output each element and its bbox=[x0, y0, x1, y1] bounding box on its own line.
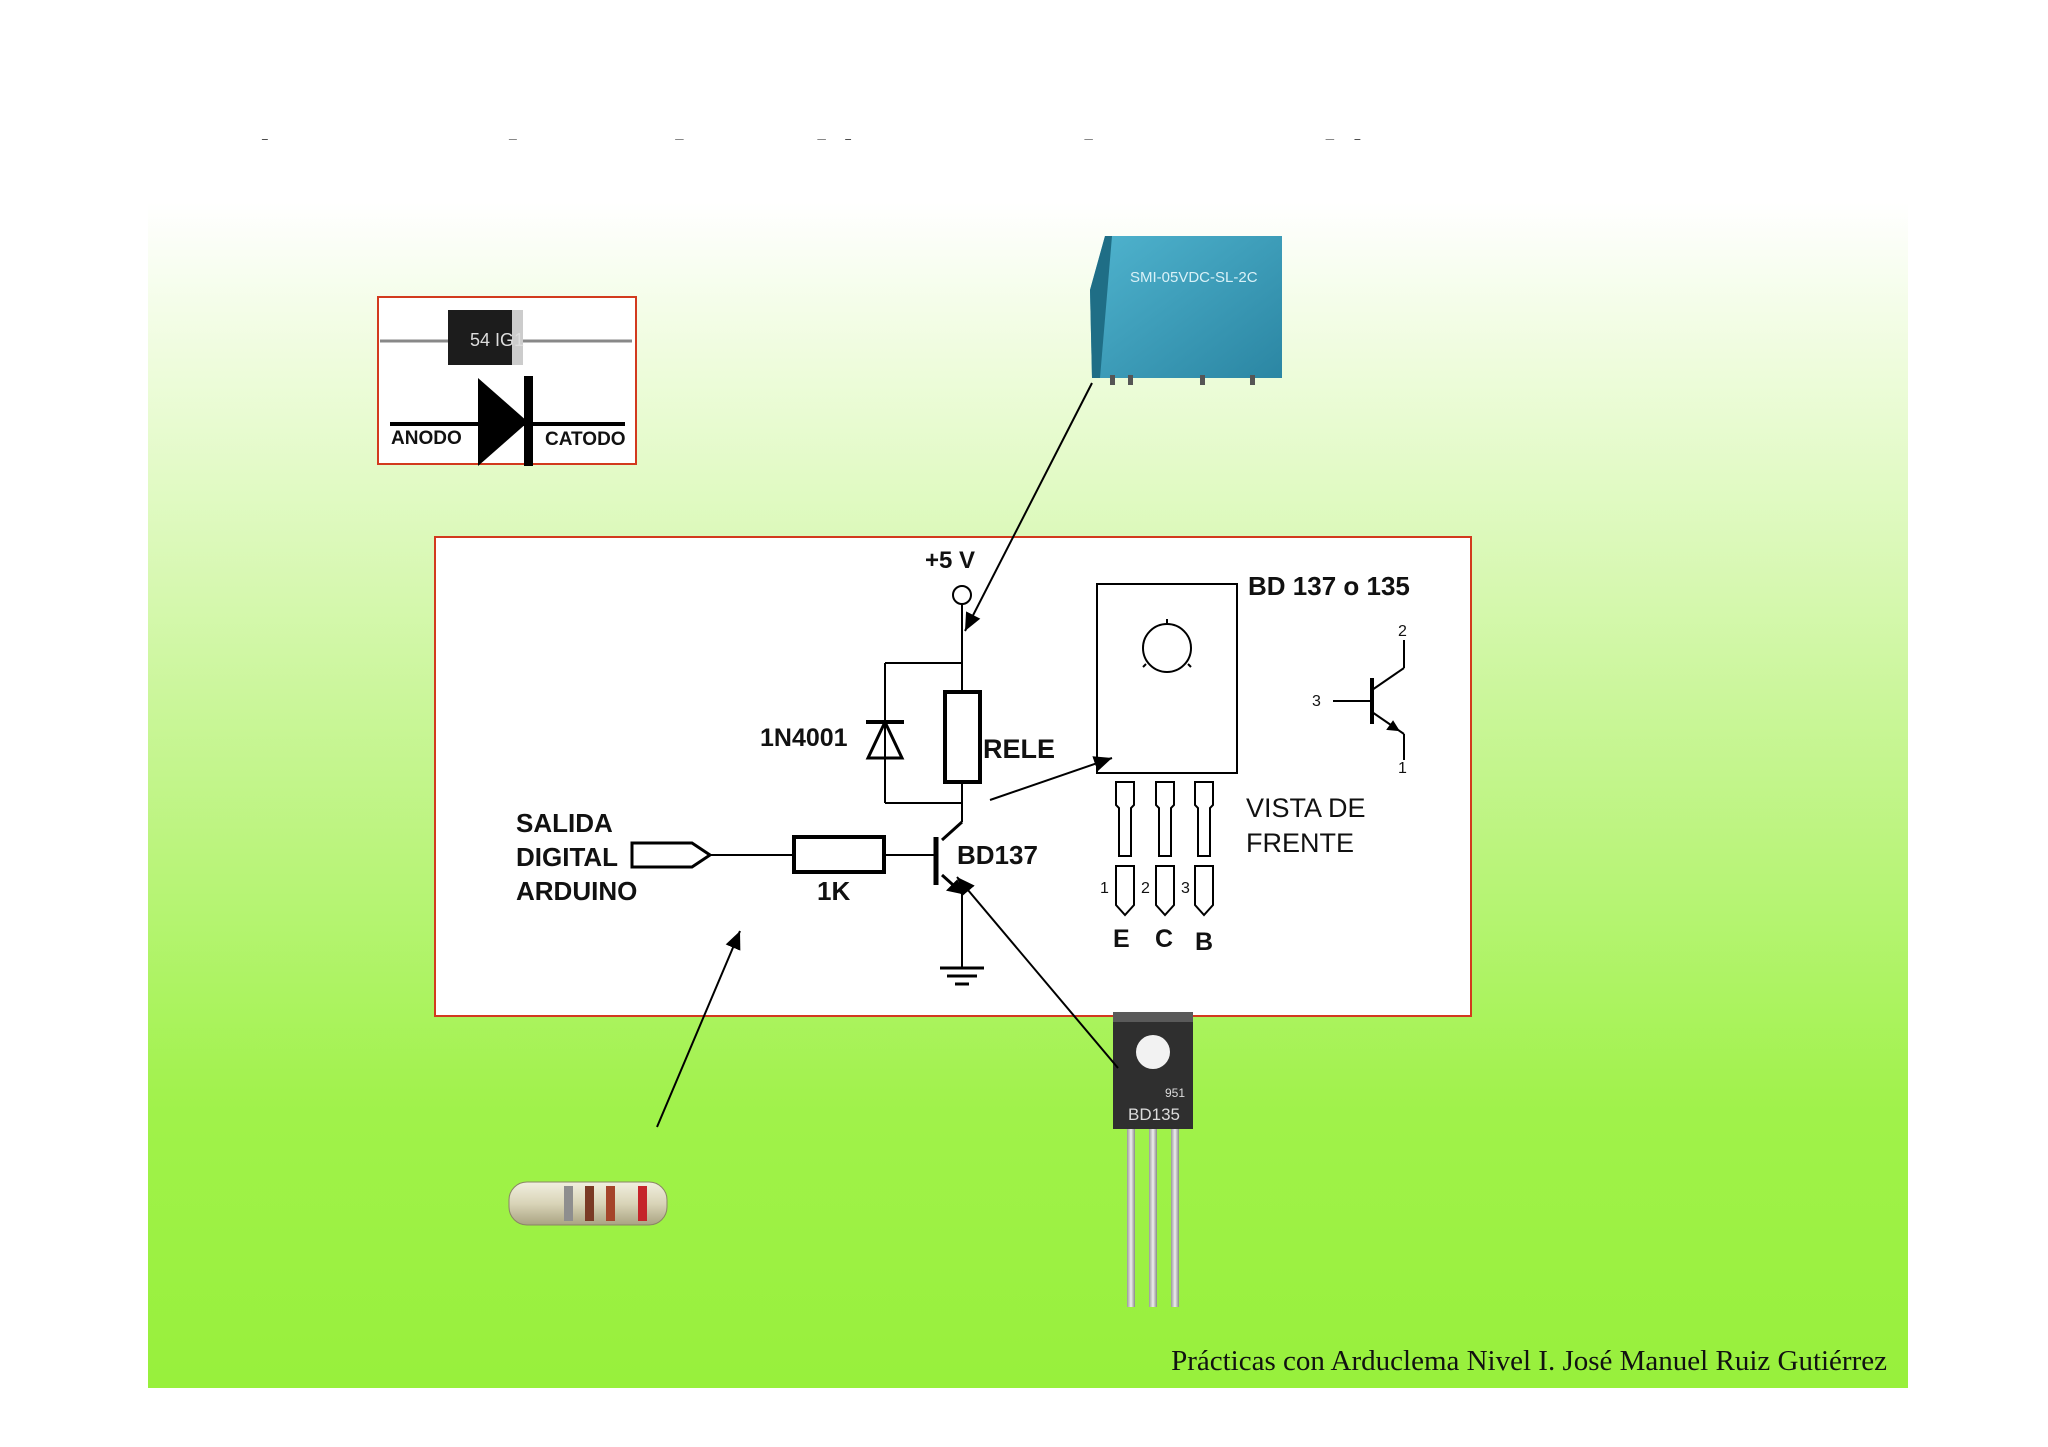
pinout-view-line-1: VISTA DE bbox=[1246, 793, 1366, 823]
pinout-pin-c: C bbox=[1155, 925, 1173, 953]
diode-photo-band bbox=[512, 310, 523, 365]
transistor-photo-leg bbox=[1127, 1129, 1135, 1307]
supply-label: +5 V bbox=[925, 547, 975, 574]
input-label-line-1: SALIDA bbox=[516, 808, 613, 838]
resistor-label: 1K bbox=[817, 876, 850, 906]
pinout-pin-number: 3 bbox=[1181, 880, 1190, 897]
diode-photo-body bbox=[448, 310, 523, 365]
resistor-band bbox=[564, 1186, 573, 1221]
relay-pin bbox=[1250, 375, 1255, 385]
transistor-photo-leg bbox=[1171, 1129, 1179, 1307]
transistor-photo: 951 BD135 bbox=[1113, 1012, 1193, 1307]
pinout-body bbox=[1096, 583, 1238, 774]
transistor-photo-body bbox=[1113, 1012, 1193, 1129]
transistor-photo-marking: BD135 bbox=[1128, 1105, 1180, 1124]
schematic bbox=[630, 585, 984, 986]
diode-symbol-bar bbox=[524, 376, 533, 466]
input-connector bbox=[630, 841, 713, 869]
pinout-hole-tick bbox=[1142, 663, 1147, 668]
pinout-pin-upper bbox=[1115, 781, 1135, 857]
pinout-mounting-hole bbox=[1142, 623, 1192, 673]
symbol-pin-label: 2 bbox=[1398, 623, 1407, 640]
transistor-photo-hole bbox=[1136, 1035, 1170, 1069]
transistor-pinout bbox=[1096, 583, 1405, 917]
input-label-line-2: DIGITAL bbox=[516, 842, 618, 872]
schematic-labels: +5 V 1N4001 RELE SALIDA DIGITAL ARDUINO … bbox=[516, 547, 1055, 906]
relay-marking: SMI-05VDC-SL-2C bbox=[1130, 269, 1258, 286]
flyback-diode-triangle bbox=[865, 718, 905, 760]
pinout-pin-upper bbox=[1155, 781, 1175, 857]
pinout-pin-number: 2 bbox=[1141, 880, 1150, 897]
diode-cathode-label: CATODO bbox=[545, 429, 626, 450]
slide-footer: Prácticas con Arduclema Nivel I. José Ma… bbox=[1171, 1345, 1887, 1377]
arrow-relay-photo-to-coil bbox=[964, 382, 1093, 632]
pinout-pin-lower bbox=[1155, 865, 1175, 917]
pointer-arrows bbox=[656, 382, 1119, 1128]
arrow-transistor-to-pinout bbox=[989, 756, 1113, 801]
transistor-pinout-labels: BD 137 o 135 VISTA DE FRENTE 1 2 3 E C B… bbox=[1100, 571, 1410, 956]
pinout-title: BD 137 o 135 bbox=[1248, 571, 1410, 601]
relay-photo: SMI-05VDC-SL-2C bbox=[1090, 236, 1282, 385]
transistor-label: BD137 bbox=[957, 840, 1038, 870]
diode-symbol-triangle bbox=[478, 378, 528, 466]
resistor-band bbox=[638, 1186, 647, 1221]
symbol-emitter-arrow bbox=[1386, 720, 1400, 732]
pinout-hole-tick bbox=[1187, 663, 1192, 668]
diode-body-marking: 54 IG1 bbox=[470, 330, 524, 350]
resistor-band bbox=[606, 1186, 615, 1221]
transistor-photo-code: 951 bbox=[1165, 1086, 1185, 1100]
relay-pin bbox=[1128, 375, 1133, 385]
diode-inset: 54 IG1 ANODO CATODO bbox=[377, 296, 637, 466]
arrow-photo-to-transistor bbox=[956, 876, 1119, 1069]
pinout-pin-number: 1 bbox=[1100, 880, 1109, 897]
resistor-photo bbox=[508, 1181, 668, 1226]
transistor-photo-top bbox=[1113, 1012, 1193, 1022]
arrow-resistor-photo bbox=[656, 930, 741, 1128]
diode-anode-label: ANODO bbox=[391, 428, 462, 449]
relay-pin bbox=[1200, 375, 1205, 385]
symbol-pin-label: 3 bbox=[1312, 693, 1321, 710]
resistor-band bbox=[585, 1186, 594, 1221]
pinout-pin-upper bbox=[1194, 781, 1214, 857]
schematic-frame bbox=[434, 536, 1472, 1017]
pinout-pin-lower bbox=[1194, 865, 1214, 917]
input-label-line-3: ARDUINO bbox=[516, 876, 637, 906]
relay-side-shade bbox=[1090, 236, 1112, 378]
pinout-pin-b: B bbox=[1195, 928, 1213, 956]
pinout-view-line-2: FRENTE bbox=[1246, 828, 1354, 858]
symbol-pin-label: 1 bbox=[1398, 760, 1407, 777]
relay-label: RELE bbox=[983, 734, 1055, 764]
pinout-pin-lower bbox=[1115, 865, 1135, 917]
relay-body bbox=[1090, 236, 1282, 378]
symbol-collector-diag bbox=[1371, 667, 1405, 691]
diode-part-label: 1N4001 bbox=[760, 724, 848, 752]
transistor-collector bbox=[940, 820, 964, 842]
pinout-pin-e: E bbox=[1113, 925, 1130, 953]
relay-pin bbox=[1110, 375, 1115, 385]
transistor-photo-leg bbox=[1149, 1129, 1157, 1307]
